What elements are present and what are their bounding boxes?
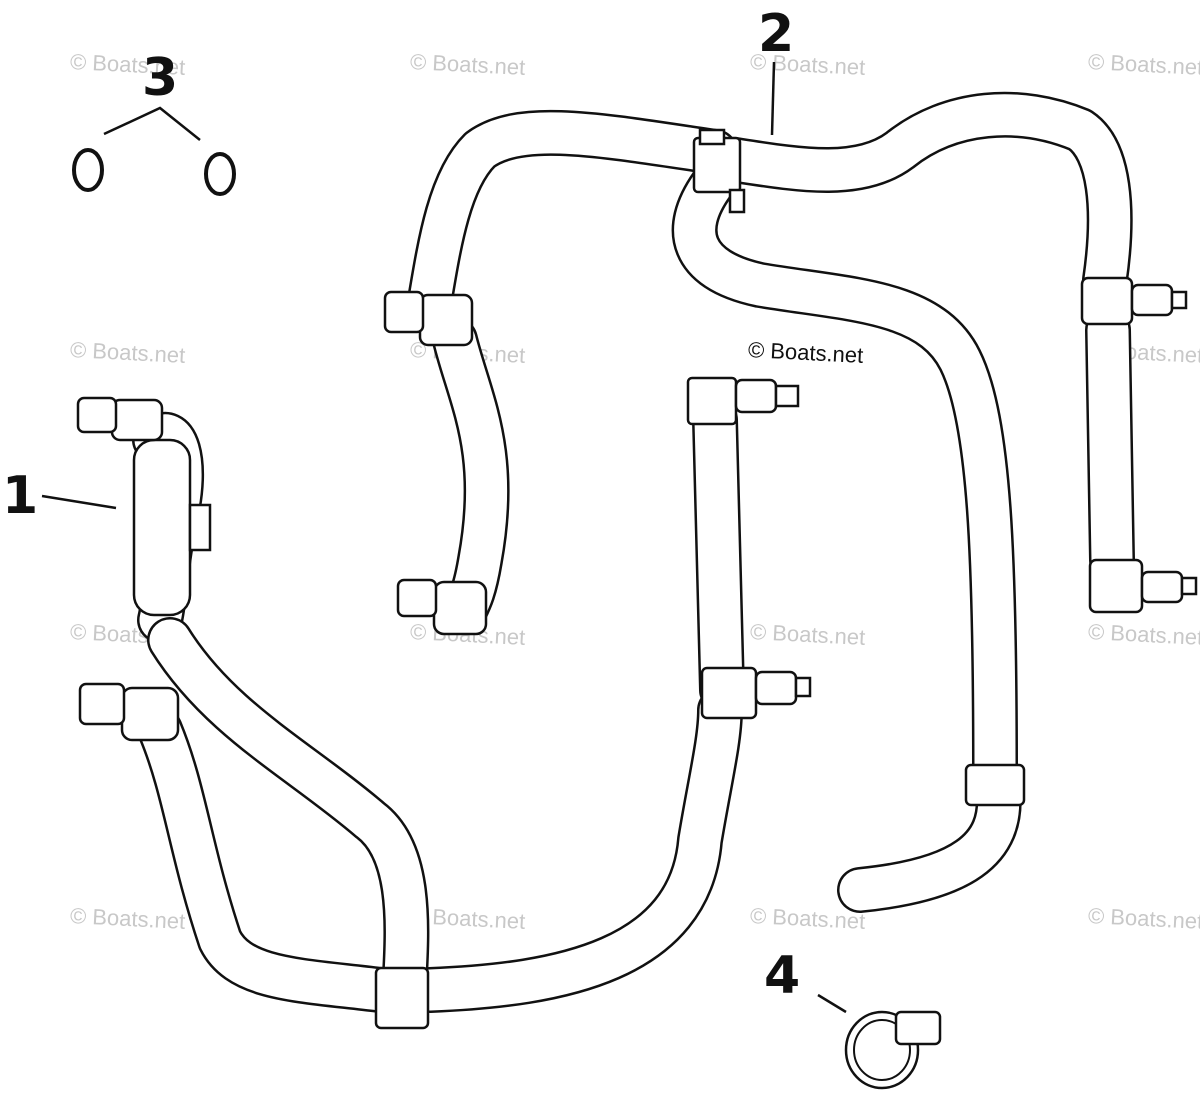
hose-assembly-1 bbox=[76, 376, 812, 1030]
callout-2: 2 bbox=[758, 4, 795, 64]
hose-assembly-2 bbox=[383, 91, 1198, 913]
callout-1-leader bbox=[41, 494, 117, 510]
callout-4-leader bbox=[817, 993, 847, 1014]
callout-2-leader bbox=[770, 61, 776, 136]
callout-4: 4 bbox=[764, 946, 801, 1006]
hose-clamp-4 bbox=[844, 1010, 942, 1090]
callout-3: 3 bbox=[142, 48, 179, 108]
o-rings-3 bbox=[72, 106, 236, 196]
callout-1: 1 bbox=[2, 466, 39, 526]
